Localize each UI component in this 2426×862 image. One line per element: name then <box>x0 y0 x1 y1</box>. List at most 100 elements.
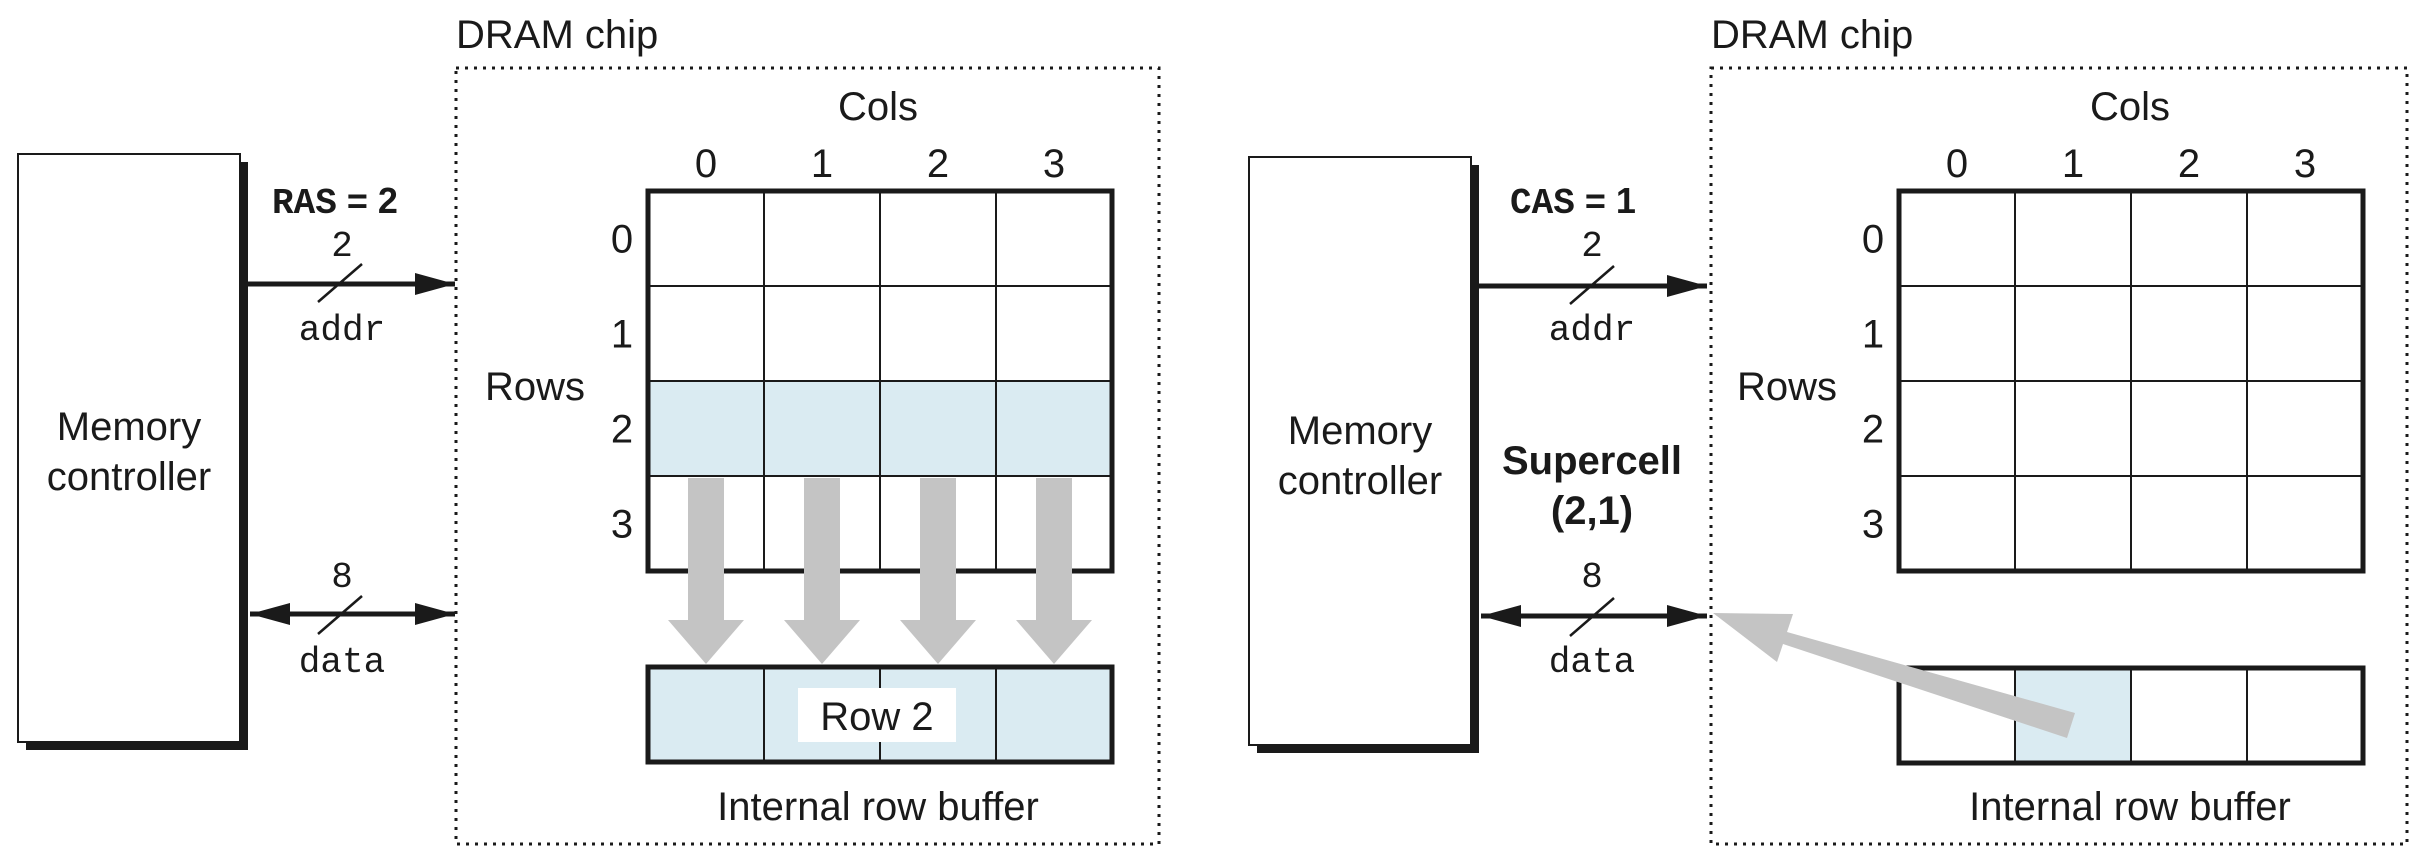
row-index: 2 <box>1862 408 1884 452</box>
row-transfer-arrow <box>668 478 744 664</box>
step2-dram-cell <box>1899 191 2015 286</box>
step2-dram-cell <box>2015 286 2131 381</box>
step1-dram-cell <box>996 286 1112 381</box>
step2-chip-title: DRAM chip <box>1711 13 1913 57</box>
step1-dram-cell <box>648 286 764 381</box>
col-index: 3 <box>1043 142 1065 186</box>
step1-panel: Memory controller RAS = 2 2 addr 8 data … <box>17 13 1161 846</box>
step1-dram-cell <box>880 286 996 381</box>
col-index: 3 <box>2294 142 2316 186</box>
step1-memory-controller: Memory controller <box>17 153 248 750</box>
step2-addr-bus: CAS = 1 2 addr <box>1479 180 1707 351</box>
col-index: 2 <box>2178 142 2200 186</box>
step1-buffer-caption: Internal row buffer <box>717 785 1039 829</box>
step1-data-bus: 8 data <box>250 557 455 683</box>
step2-buffer-caption: Internal row buffer <box>1969 785 2291 829</box>
step1-addr-width: 2 <box>331 226 353 267</box>
step1-dram-chip: DRAM chip Cols Rows 0 1 2 3 0 1 2 3 Row 2 Inte… <box>454 13 1161 846</box>
step1-chip-title: DRAM chip <box>456 13 658 57</box>
step1-dram-cell <box>764 286 880 381</box>
step2-dram-cell <box>1899 476 2015 571</box>
step2-dram-cell <box>2131 476 2247 571</box>
step1-controller-line1: Memory <box>57 405 201 449</box>
step2-dram-cell <box>2247 191 2363 286</box>
row-index: 0 <box>611 218 633 262</box>
step1-dram-cell <box>648 381 764 476</box>
step1-addr-bus: RAS = 2 2 addr <box>248 180 455 351</box>
col-index: 1 <box>811 142 833 186</box>
step2-signal-name: CAS <box>1510 183 1575 224</box>
col-index: 1 <box>2062 142 2084 186</box>
svg-text:CAS = 1: CAS = 1 <box>1510 180 1636 224</box>
step1-dram-cell <box>764 381 880 476</box>
step1-row-transfer-arrows <box>668 478 1092 664</box>
step1-dram-cell <box>996 381 1112 476</box>
step2-col-indices: 0 1 2 3 <box>1946 142 2316 186</box>
step2-data-bus: 8 data <box>1481 557 1707 683</box>
step2-rows-label: Rows <box>1737 365 1837 409</box>
step1-dram-cell <box>764 191 880 286</box>
step1-dram-cell <box>648 191 764 286</box>
grid-border <box>645 188 1115 574</box>
step1-cols-label: Cols <box>838 85 918 129</box>
step2-dram-cell <box>2247 381 2363 476</box>
step2-addr-width: 2 <box>1581 226 1603 267</box>
step2-addr-label: addr <box>1549 310 1635 351</box>
step2-data-width: 8 <box>1581 557 1603 598</box>
row-index: 0 <box>1862 218 1884 262</box>
step1-buffer-label-bg <box>798 688 956 742</box>
step2-cols-label: Cols <box>2090 85 2170 129</box>
step2-dram-cell <box>2015 381 2131 476</box>
step1-row-indices: 0 1 2 3 <box>611 218 633 547</box>
row-index: 1 <box>611 313 633 357</box>
step2-dram-array <box>1896 188 2366 574</box>
row-index: 1 <box>1862 313 1884 357</box>
step2-signal-eq: = 1 <box>1575 180 1636 221</box>
step2-dram-cell <box>1899 381 2015 476</box>
svg-text:RAS = 2: RAS = 2 <box>272 180 398 224</box>
step1-col-indices: 0 1 2 3 <box>695 142 1065 186</box>
row-index: 3 <box>1862 503 1884 547</box>
step2-dram-cell <box>2131 381 2247 476</box>
step2-supercell-output-arrow <box>1713 613 2075 738</box>
step1-controller-line2: controller <box>47 455 212 499</box>
step1-row-buffer <box>645 664 1115 765</box>
row-index: 2 <box>611 408 633 452</box>
step2-panel: Memory controller CAS = 1 2 addr Superce… <box>1248 13 2409 846</box>
row-buffer-cell <box>648 667 764 762</box>
col-index: 0 <box>1946 142 1968 186</box>
step1-addr-label: addr <box>299 310 385 351</box>
step2-controller-line2: controller <box>1278 459 1443 503</box>
step2-dram-cell <box>2131 191 2247 286</box>
step2-data-label: data <box>1549 642 1635 683</box>
col-index: 2 <box>927 142 949 186</box>
step1-dram-array <box>645 188 1115 574</box>
step2-row-buffer <box>1896 665 2366 766</box>
step1-buffer-label: Row 2 <box>820 695 933 739</box>
step2-dram-cell <box>2015 476 2131 571</box>
col-index: 0 <box>695 142 717 186</box>
step2-dram-cell <box>2131 286 2247 381</box>
step2-row-indices: 0 1 2 3 <box>1862 218 1884 547</box>
row-buffer-border <box>1896 665 2366 766</box>
step1-signal-eq: = 2 <box>337 180 398 221</box>
step2-controller-line1: Memory <box>1288 409 1432 453</box>
row-buffer-cell <box>2131 668 2247 763</box>
step1-signal-name: RAS <box>272 183 337 224</box>
step2-supercell-line1: Supercell <box>1502 439 1682 483</box>
row-transfer-arrow <box>900 478 976 664</box>
step1-dram-cell <box>880 191 996 286</box>
row-buffer-cell <box>996 667 1112 762</box>
row-buffer-cell <box>2247 668 2363 763</box>
step2-dram-cell <box>2015 191 2131 286</box>
row-transfer-arrow <box>784 478 860 664</box>
step2-supercell-line2: (2,1) <box>1551 489 1633 533</box>
step2-dram-cell <box>1899 286 2015 381</box>
grid-border <box>1896 188 2366 574</box>
step2-memory-controller: Memory controller <box>1248 156 1479 753</box>
row-index: 3 <box>611 503 633 547</box>
step1-dram-cell <box>880 381 996 476</box>
step1-dram-cell <box>996 191 1112 286</box>
step1-rows-label: Rows <box>485 365 585 409</box>
